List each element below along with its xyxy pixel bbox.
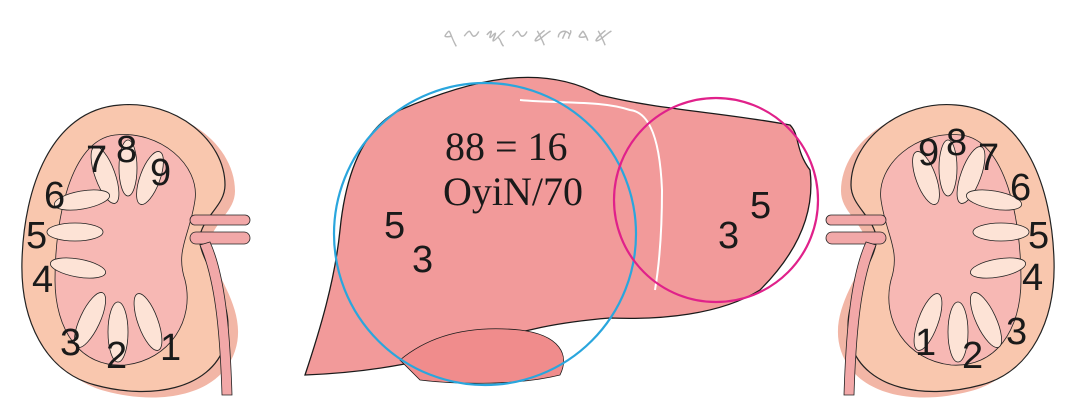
liver-segment-3-left: 3 [412, 239, 433, 281]
right-kidney-label-9: 9 [918, 132, 939, 174]
liver-segment-5-left: 5 [384, 205, 405, 247]
left-kidney-label-1: 1 [160, 327, 181, 369]
right-kidney-label-5: 5 [1028, 215, 1049, 257]
liver-segment-5-right: 5 [750, 185, 771, 227]
right-kidney-label-3: 3 [1006, 311, 1027, 353]
right-kidney-label-8: 8 [946, 122, 967, 164]
blue-region-circle [332, 81, 638, 387]
header-script-text: 𐤀𐤃𐤉𐤀𐤆𐤎𐤆𐤓 [443, 23, 617, 53]
right-kidney-label-1: 1 [915, 322, 936, 364]
right-kidney-label-4: 4 [1022, 257, 1043, 299]
left-kidney-label-6: 6 [44, 175, 65, 217]
liver-formula: 88 = 16 [445, 124, 568, 169]
left-kidney-label-2: 2 [106, 335, 127, 377]
left-kidney: 7 8 9 6 5 4 3 2 1 [21, 104, 251, 398]
magenta-region-circle [612, 96, 820, 304]
right-kidney-label-7: 7 [978, 137, 999, 179]
left-kidney-label-9: 9 [150, 152, 171, 194]
left-kidney-label-4: 4 [32, 259, 53, 301]
right-kidney-label-6: 6 [1010, 167, 1031, 209]
left-kidney-label-7: 7 [86, 139, 107, 181]
left-kidney-label-8: 8 [116, 129, 137, 171]
liver-code: OyiN/70 [443, 169, 583, 214]
left-kidney-label-5: 5 [26, 215, 47, 257]
liver-segment-3-right: 3 [718, 215, 739, 257]
left-kidney-label-3: 3 [60, 322, 81, 364]
liver: 88 = 16 OyiN/70 5 3 3 5 [304, 76, 820, 387]
right-kidney-label-2: 2 [962, 335, 983, 377]
right-kidney: 9 8 7 6 5 4 1 2 3 [825, 104, 1055, 398]
